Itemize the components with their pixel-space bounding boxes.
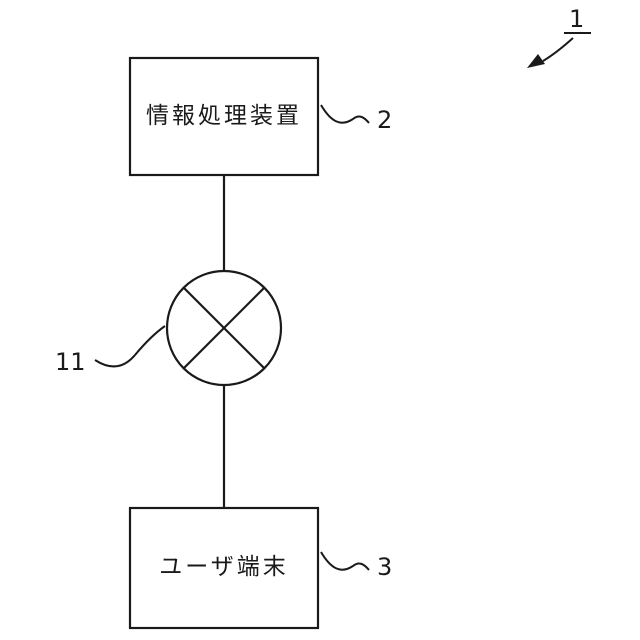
top-box-group: 情報処理装置 2	[128, 56, 392, 177]
system-ref-arrowhead-icon	[527, 54, 545, 68]
top-box-ref-leader	[320, 104, 370, 124]
info-processing-device-label: 情報処理装置	[146, 103, 302, 129]
user-terminal-box	[128, 506, 320, 630]
system-ref-group: 1	[527, 5, 591, 68]
bottom-box-ref-leader	[320, 551, 370, 571]
system-ref-leader-line	[542, 37, 574, 62]
bottom-box-ref-label: 3	[377, 553, 392, 581]
system-ref-label: 1	[569, 5, 584, 33]
top-box-ref-label: 2	[377, 106, 392, 134]
bottom-box-group: ユーザ端末 3	[128, 506, 392, 630]
network-ref-leader	[94, 325, 166, 368]
network-node-group: 11	[55, 269, 283, 387]
network-cross-line-2	[183, 287, 265, 369]
network-ref-label: 11	[55, 348, 86, 376]
user-terminal-label: ユーザ端末	[159, 554, 289, 580]
